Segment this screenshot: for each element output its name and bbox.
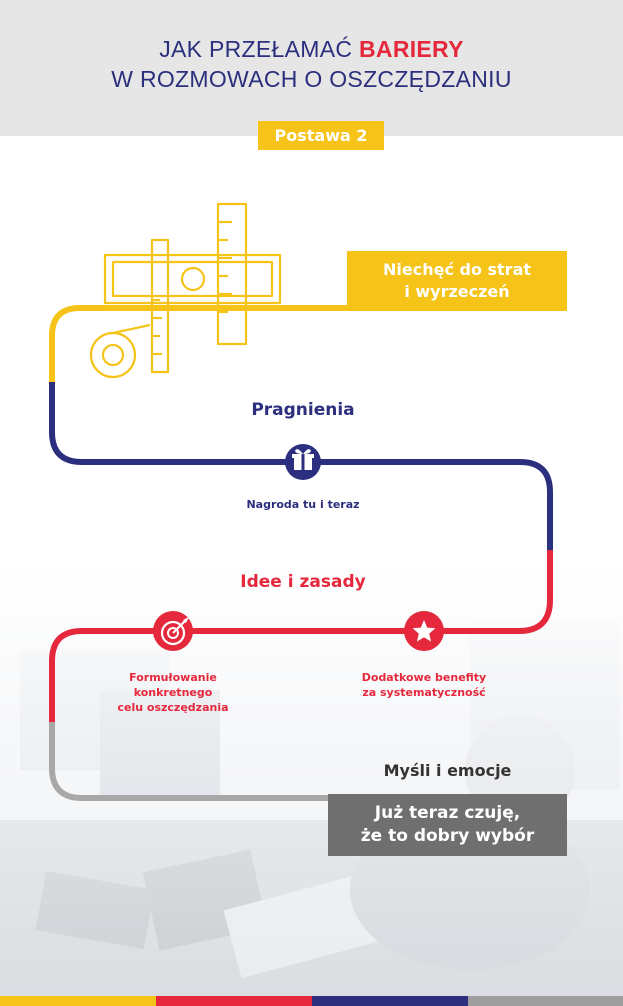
stage-3-heading: Idee i zasady xyxy=(240,572,366,592)
attitude-badge: Postawa 2 xyxy=(258,121,384,150)
bottom-bar-blue xyxy=(312,996,468,1006)
money-ruler-icon xyxy=(89,202,282,379)
path-segment-yellow xyxy=(49,305,347,382)
stage-3-item-1-line-3: celu oszczędzania xyxy=(117,701,229,714)
stage-4-line-1: Już teraz czuję, xyxy=(374,803,521,823)
stage-2-heading: Pragnienia xyxy=(251,400,355,420)
stage-3-item-2-line-2: za systematyczność xyxy=(362,686,486,699)
stage-4-line-2: że to dobry wybór xyxy=(360,826,535,846)
title-line-1: JAK PRZEŁAMAĆ BARIERY xyxy=(0,34,623,64)
path-segment-gray xyxy=(49,722,328,801)
title-accent: BARIERY xyxy=(359,36,464,62)
stage-3-item-1: Formułowanie konkretnego celu oszczędzan… xyxy=(98,670,248,715)
header: JAK PRZEŁAMAĆ BARIERY W ROZMOWACH O OSZC… xyxy=(0,0,623,136)
stage-1-line-2: i wyrzeczeń xyxy=(404,282,510,301)
title-prefix: JAK PRZEŁAMAĆ xyxy=(159,36,353,62)
page-title: JAK PRZEŁAMAĆ BARIERY W ROZMOWACH O OSZC… xyxy=(0,34,623,94)
stage-2-item: Nagroda tu i teraz xyxy=(246,498,360,511)
title-line-2: W ROZMOWACH O OSZCZĘDZANIU xyxy=(111,66,512,92)
gift-icon xyxy=(285,444,321,480)
stage-1-line-1: Niechęć do strat xyxy=(382,260,532,279)
stage-4-heading: Myśli i emocje xyxy=(383,761,512,780)
stage-3-item-2-line-1: Dodatkowe benefity xyxy=(361,671,487,684)
stage-1-box: Niechęć do strat i wyrzeczeń xyxy=(347,251,567,311)
stage-3-item-1-line-2: konkretnego xyxy=(133,686,213,699)
bottom-bar-yellow xyxy=(0,996,156,1006)
stage-3-item-2: Dodatkowe benefity za systematyczność xyxy=(344,670,504,700)
bottom-bar-gray xyxy=(468,996,623,1006)
star-icon xyxy=(404,611,444,651)
stage-3-item-1-line-1: Formułowanie xyxy=(129,671,217,684)
path-segment-red xyxy=(49,550,553,722)
bottom-bar-red xyxy=(156,996,312,1006)
stage-4-box: Już teraz czuję, że to dobry wybór xyxy=(328,794,567,856)
target-icon xyxy=(153,611,193,651)
